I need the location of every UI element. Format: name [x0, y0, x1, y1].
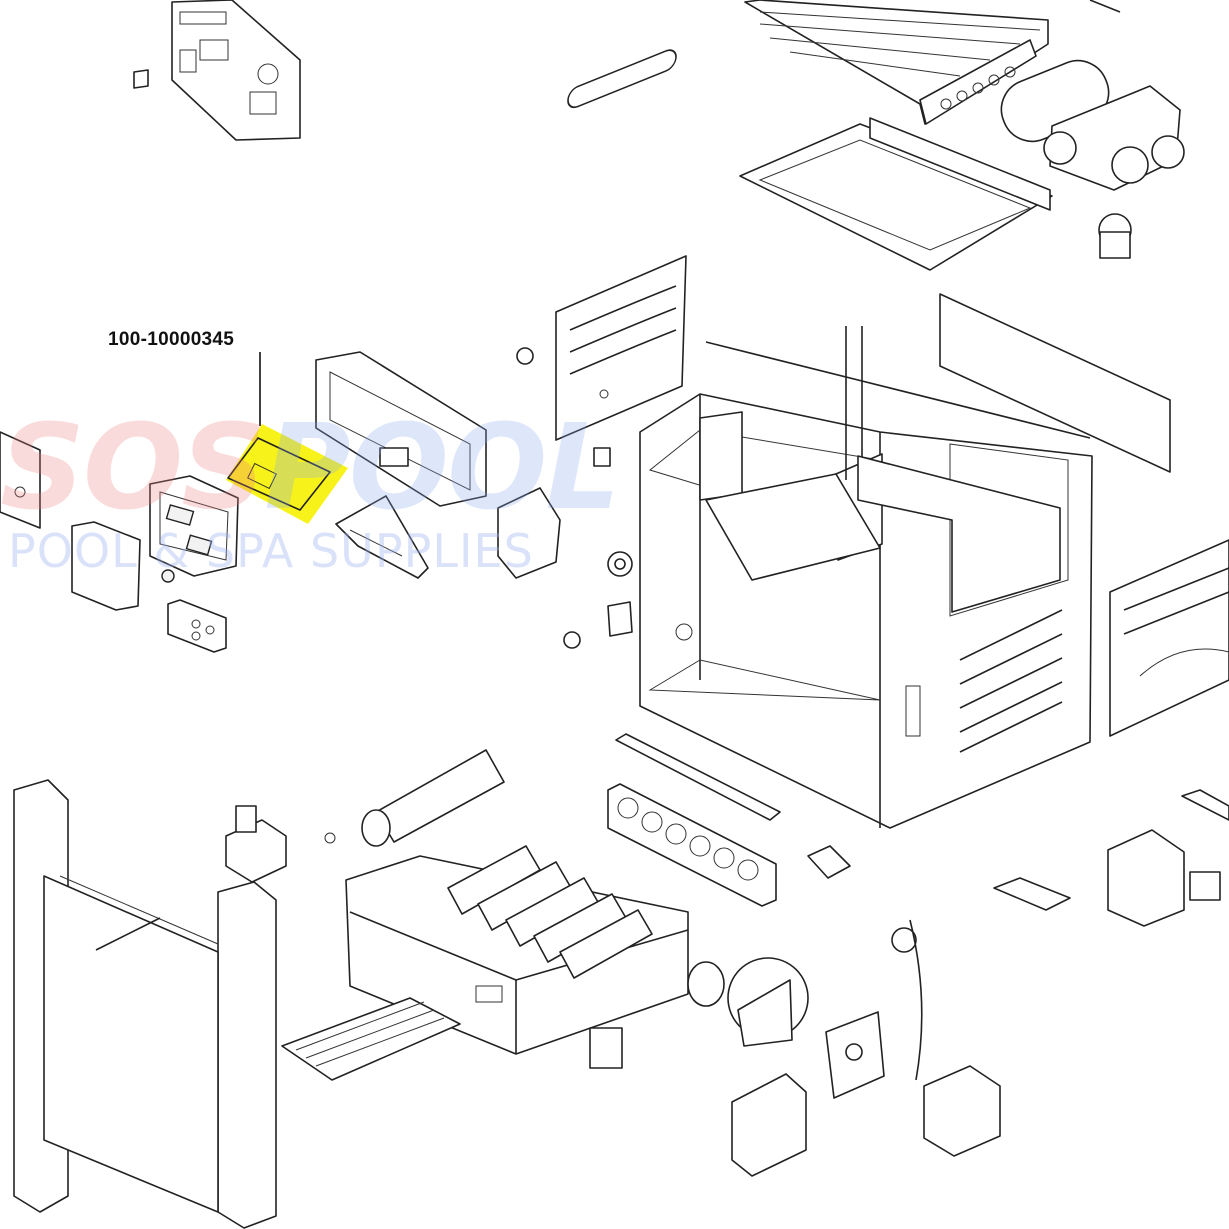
left-side-panel-fragment: [0, 431, 41, 529]
combustion-baffle: [857, 455, 1061, 613]
gas-valve: [225, 805, 287, 883]
front-door-frame: [13, 779, 277, 1229]
highlight-box: [226, 424, 348, 524]
rear-panel: [939, 293, 1171, 473]
inlet-outlet-header: [1043, 85, 1185, 259]
bracket-fragment: [1181, 789, 1229, 821]
display-bezel: [149, 475, 239, 577]
cabinet-side-louvers: [905, 609, 1063, 753]
electrical-box: [923, 1065, 1001, 1157]
mounting-bracket: [993, 877, 1071, 911]
flue-collector: [731, 1073, 807, 1177]
junction-box-cover: [497, 487, 561, 579]
transformer-cover: [1107, 829, 1185, 927]
part-number-callout: 100-10000345: [108, 329, 235, 350]
transformer: [1189, 871, 1221, 901]
display-cover-door: [71, 521, 141, 611]
burner-rail: [615, 733, 781, 821]
burner-orifice-plate: [607, 783, 777, 907]
small-fittings: [563, 447, 633, 649]
blower-mount-plate: [825, 1011, 885, 1099]
keypad-overlay: [167, 599, 227, 653]
highlighted-part-100-10000345: [226, 352, 348, 524]
bottom-louver-panel: [281, 997, 461, 1081]
pressure-switch: [891, 919, 923, 1081]
sight-glass-frame: [589, 1027, 623, 1069]
burner-tubes: [447, 845, 653, 979]
air-intake-tube: [324, 749, 505, 847]
burner-tray-assembly: [345, 845, 689, 1055]
pilot-bracket: [807, 845, 851, 879]
upper-bezel-panel: [315, 351, 487, 507]
right-side-panel: [1109, 539, 1229, 737]
heat-exchanger: [744, 0, 1121, 125]
mounting-plate: [335, 495, 429, 579]
combustion-blower: [687, 957, 809, 1047]
control-circuit-board: [133, 0, 301, 141]
side-access-panel: [516, 49, 687, 441]
top-panel-tray: [739, 117, 1053, 271]
rocker-switch: [161, 569, 175, 583]
